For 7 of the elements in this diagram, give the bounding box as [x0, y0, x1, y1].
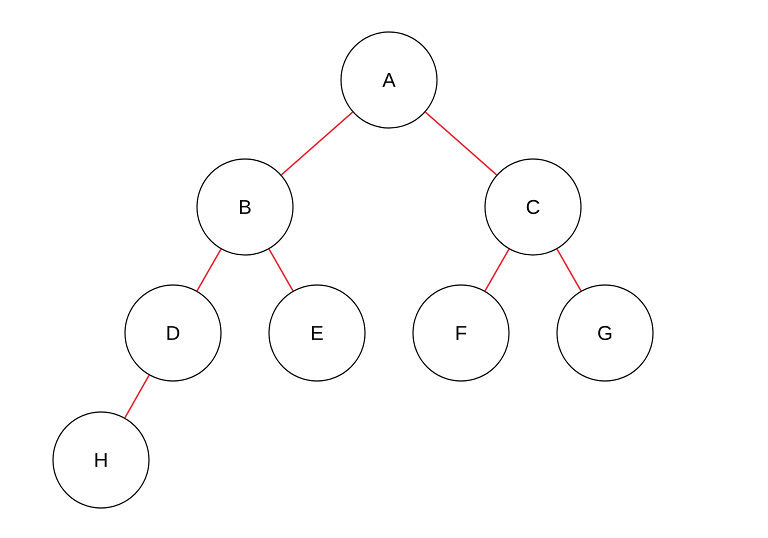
connector-line [484, 248, 510, 292]
connector-line [268, 248, 294, 292]
connector-line [424, 112, 498, 176]
connector-line [196, 248, 222, 292]
connector-line [280, 112, 354, 176]
connector-line [124, 374, 150, 418]
connector-line [556, 248, 582, 292]
